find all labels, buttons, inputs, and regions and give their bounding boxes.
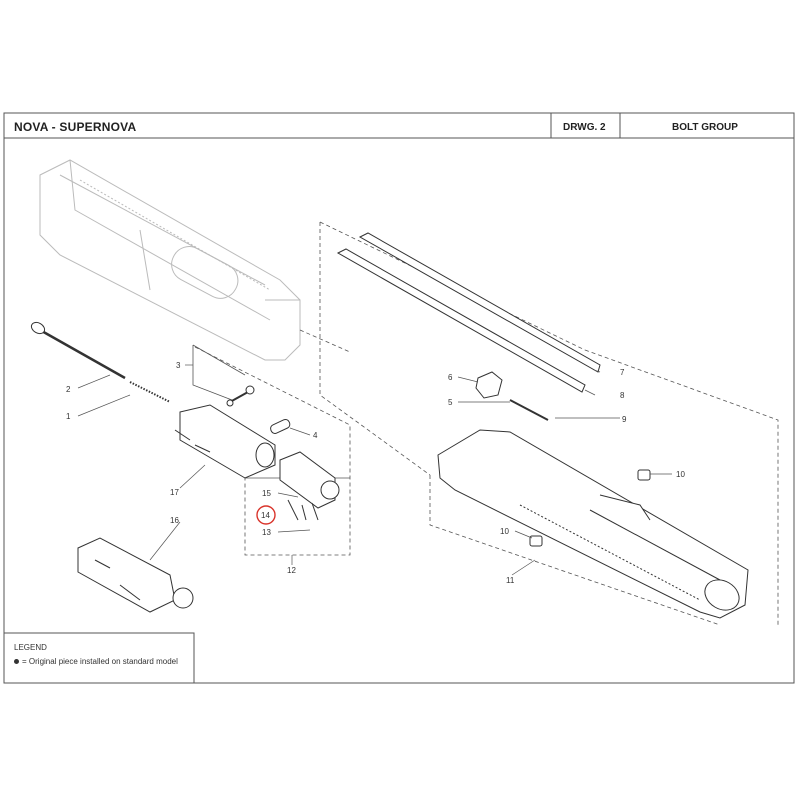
small-cylinder xyxy=(270,418,291,434)
callout-8: 8 xyxy=(620,391,625,400)
callout-6: 6 xyxy=(448,373,453,382)
callout-11: 11 xyxy=(506,576,515,585)
legend-text: Original piece installed on standard mod… xyxy=(28,657,178,666)
callout-14-highlight xyxy=(256,505,276,525)
callout-2: 2 xyxy=(66,385,71,394)
pin-part-9 xyxy=(509,399,549,421)
callout-1: 1 xyxy=(66,412,71,421)
bolt-assembly-16 xyxy=(77,537,194,613)
callout-17: 17 xyxy=(170,488,179,497)
action-bars xyxy=(336,232,601,393)
callout-10-lower: 10 xyxy=(500,527,509,536)
callout-3: 3 xyxy=(176,361,181,370)
legend-dot-icon xyxy=(14,659,19,665)
group-name: BOLT GROUP xyxy=(672,122,738,133)
drawing-title: NOVA - SUPERNOVA xyxy=(14,120,137,134)
callout-12: 12 xyxy=(287,566,296,575)
receiver-drawing xyxy=(39,159,301,361)
bolt-body xyxy=(174,404,276,479)
callout-14: 14 xyxy=(261,511,270,520)
callout-13: 13 xyxy=(262,528,271,537)
callout-16: 16 xyxy=(170,516,179,525)
leader-lines xyxy=(77,364,672,576)
callout-9: 9 xyxy=(622,415,627,424)
pin-part-3 xyxy=(226,385,255,407)
sheet-frame xyxy=(3,112,795,684)
legend-symbol: = xyxy=(22,657,27,666)
fore-end xyxy=(437,429,749,619)
latch xyxy=(475,371,503,399)
legend-box xyxy=(3,632,195,684)
callout-7: 7 xyxy=(620,368,625,377)
callout-15: 15 xyxy=(262,489,271,498)
drawing-number: DRWG. 2 xyxy=(563,122,606,133)
callout-4: 4 xyxy=(313,431,318,440)
screw-10a xyxy=(637,469,651,481)
bolt-head-assembly xyxy=(279,451,340,521)
callout-10-upper: 10 xyxy=(676,470,685,479)
callout-5: 5 xyxy=(448,398,453,407)
legend-title: LEGEND xyxy=(14,643,47,652)
firing-pin xyxy=(30,321,126,380)
firing-pin-spring xyxy=(129,381,171,403)
legend-entry: = Original piece installed on standard m… xyxy=(14,657,178,666)
screw-10b xyxy=(529,535,543,547)
callout-numbers: 1 2 3 4 5 6 7 8 9 10 10 11 12 13 14 15 1… xyxy=(66,361,685,585)
